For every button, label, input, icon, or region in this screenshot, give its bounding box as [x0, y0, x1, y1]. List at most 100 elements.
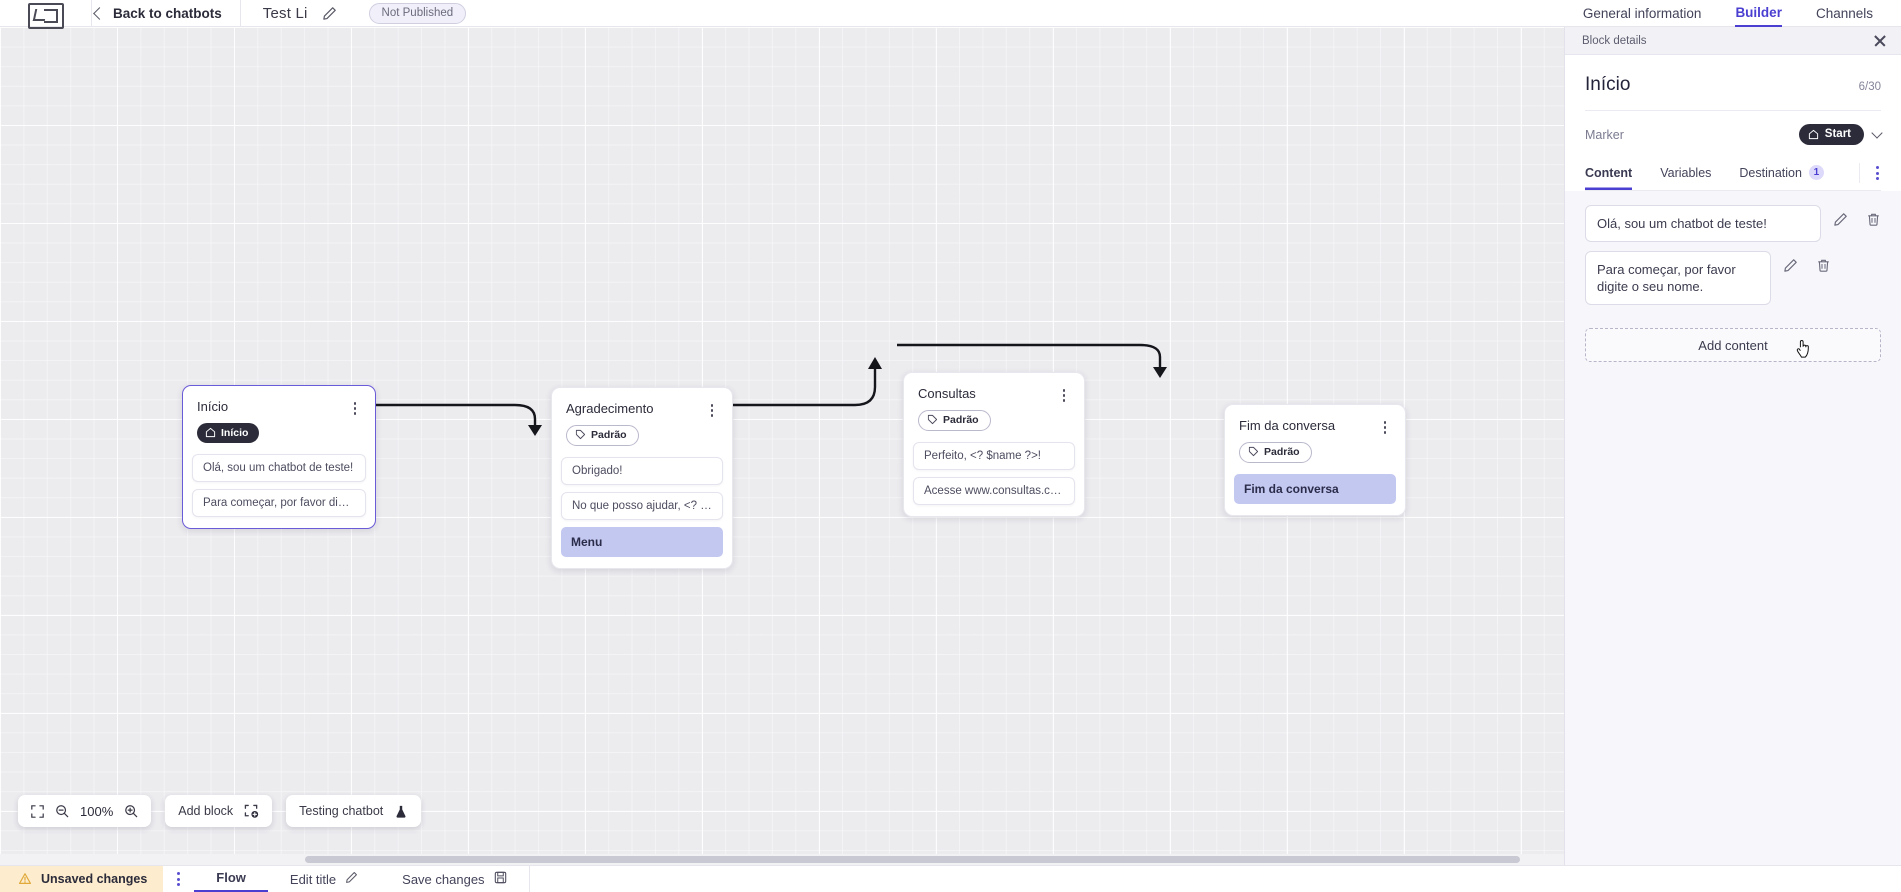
tab-channels[interactable]: Channels — [1815, 6, 1873, 21]
node-tag-row: Padrão — [552, 417, 732, 457]
node-row-highlight[interactable]: Menu — [561, 526, 723, 557]
pencil-icon[interactable] — [322, 6, 337, 21]
panel-title: Block details — [1582, 34, 1647, 47]
save-disk-icon — [494, 871, 507, 887]
testing-chatbot-label: Testing chatbot — [299, 804, 384, 818]
trash-icon[interactable] — [1866, 212, 1881, 227]
kebab-menu-icon[interactable] — [1859, 163, 1881, 183]
tag-icon — [927, 415, 938, 425]
top-header: Back to chatbots Test Li Not Published G… — [0, 0, 1901, 29]
node-rows: Fim da conversa — [1225, 473, 1405, 515]
flow-label: Flow — [216, 870, 246, 885]
destination-count-badge: 1 — [1808, 165, 1824, 180]
kebab-menu-icon[interactable] — [163, 872, 194, 886]
node-title: Fim da conversa — [1239, 418, 1336, 433]
chevron-left-icon — [93, 6, 106, 20]
node-row[interactable]: Perfeito, <? $name ?>! — [913, 441, 1075, 470]
node-row[interactable]: Obrigado! — [561, 456, 723, 485]
back-to-chatbots-label: Back to chatbots — [113, 5, 222, 21]
node-tag-default: Padrão — [566, 424, 639, 446]
content-item-actions — [1833, 205, 1881, 227]
content-text[interactable]: Olá, sou um chatbot de teste! — [1585, 205, 1821, 243]
panel-body: Início 6/30 Marker Start Content — [1565, 55, 1901, 191]
node-tag-row: Início — [183, 415, 375, 455]
flow-canvas[interactable]: Início Início Olá, sou um chatbot de tes… — [0, 27, 1564, 865]
zoom-controls: 100% — [18, 795, 152, 827]
app-logo[interactable] — [0, 0, 92, 29]
node-row[interactable]: Para começar, por favor digite o ... — [192, 489, 366, 518]
save-changes-label: Save changes — [402, 871, 485, 887]
header-tabs: General information Builder Channels — [1583, 0, 1873, 27]
add-block-button[interactable]: Add block — [165, 795, 273, 827]
back-to-chatbots-button[interactable]: Back to chatbots — [93, 0, 240, 27]
kebab-menu-icon[interactable] — [1377, 418, 1393, 434]
flow-node-fim-da-conversa[interactable]: Fim da conversa Padrão Fim da conversa — [1224, 404, 1406, 516]
node-title: Início — [197, 399, 229, 414]
tab-content-label: Content — [1585, 165, 1633, 180]
node-row[interactable]: No que posso ajudar, <? $name ... — [561, 491, 723, 520]
tab-general-information[interactable]: General information — [1582, 6, 1702, 21]
tab-variables-label: Variables — [1660, 165, 1712, 180]
chevron-down-icon — [1871, 127, 1883, 139]
canvas-horizontal-scrollbar[interactable] — [0, 854, 1564, 865]
flow-node-consultas[interactable]: Consultas Padrão Perfeito, <? $name ?>! … — [903, 372, 1085, 517]
panel-heading-row: Início 6/30 — [1585, 55, 1881, 111]
scrollbar-thumb[interactable] — [305, 856, 1520, 863]
content-text[interactable]: Para começar, por favor digite o seu nom… — [1585, 251, 1771, 306]
page-title: Test Li — [262, 4, 308, 22]
kebab-menu-icon[interactable] — [1056, 386, 1072, 402]
chatbot-logo-icon — [27, 3, 64, 29]
node-header: Início — [183, 386, 375, 415]
node-row[interactable]: Acesse www.consultas.com par... — [913, 476, 1075, 505]
testing-chatbot-button[interactable]: Testing chatbot — [286, 795, 422, 827]
edit-title-button[interactable]: Edit title — [268, 866, 380, 892]
pencil-icon — [345, 871, 358, 887]
flow-node-agradecimento[interactable]: Agradecimento Padrão Obrigado! No que po… — [551, 387, 733, 569]
edit-title-label: Edit title — [289, 871, 337, 887]
add-content-button[interactable]: Add content — [1585, 328, 1881, 363]
pencil-icon[interactable] — [1783, 258, 1798, 273]
save-changes-button[interactable]: Save changes — [380, 866, 528, 892]
flask-icon — [394, 804, 408, 819]
marker-value-pill: Start — [1798, 124, 1864, 145]
node-tag-start: Início — [197, 422, 260, 443]
kebab-menu-icon[interactable] — [347, 399, 363, 415]
tab-variables[interactable]: Variables — [1660, 157, 1711, 190]
content-item: Para começar, por favor digite o seu nom… — [1585, 251, 1881, 306]
tab-destination[interactable]: Destination 1 — [1739, 156, 1824, 190]
node-tag-row: Padrão — [1225, 434, 1405, 474]
kebab-menu-icon[interactable] — [704, 401, 720, 417]
node-header: Consultas — [904, 373, 1084, 402]
trash-icon[interactable] — [1816, 258, 1831, 273]
node-header: Fim da conversa — [1225, 405, 1405, 434]
panel-header: Block details — [1565, 27, 1901, 55]
close-icon[interactable] — [1873, 34, 1887, 48]
tab-builder[interactable]: Builder — [1735, 0, 1782, 27]
node-rows: Olá, sou um chatbot de teste! Para começ… — [183, 454, 375, 528]
home-icon — [1808, 129, 1818, 139]
marker-label: Marker — [1585, 127, 1624, 142]
node-tag-label: Padrão — [943, 413, 979, 426]
canvas-toolbar: 100% Add block — [18, 795, 422, 827]
panel-tabs: Content Variables Destination 1 — [1585, 156, 1881, 191]
header-divider — [239, 0, 241, 27]
content-list: Olá, sou um chatbot de teste! — [1565, 191, 1901, 314]
node-row[interactable]: Olá, sou um chatbot de teste! — [192, 454, 366, 483]
node-rows: Obrigado! No que posso ajudar, <? $name … — [552, 456, 732, 568]
unsaved-changes-label: Unsaved changes — [41, 872, 148, 886]
pencil-icon[interactable] — [1833, 212, 1848, 227]
status-badge: Not Published — [368, 2, 467, 24]
marker-select[interactable]: Start — [1798, 124, 1883, 145]
flow-node-inicio[interactable]: Início Início Olá, sou um chatbot de tes… — [182, 385, 376, 530]
fit-screen-icon[interactable] — [31, 804, 44, 818]
node-title: Consultas — [918, 386, 976, 401]
node-rows: Perfeito, <? $name ?>! Acesse www.consul… — [904, 441, 1084, 516]
zoom-in-icon[interactable] — [124, 804, 138, 818]
node-row-highlight[interactable]: Fim da conversa — [1234, 473, 1396, 504]
statusbar-tab-flow[interactable]: Flow — [194, 866, 268, 892]
warning-triangle-icon — [18, 873, 32, 884]
home-icon — [205, 428, 216, 438]
zoom-out-icon[interactable] — [55, 804, 69, 818]
tab-content[interactable]: Content — [1585, 157, 1632, 190]
